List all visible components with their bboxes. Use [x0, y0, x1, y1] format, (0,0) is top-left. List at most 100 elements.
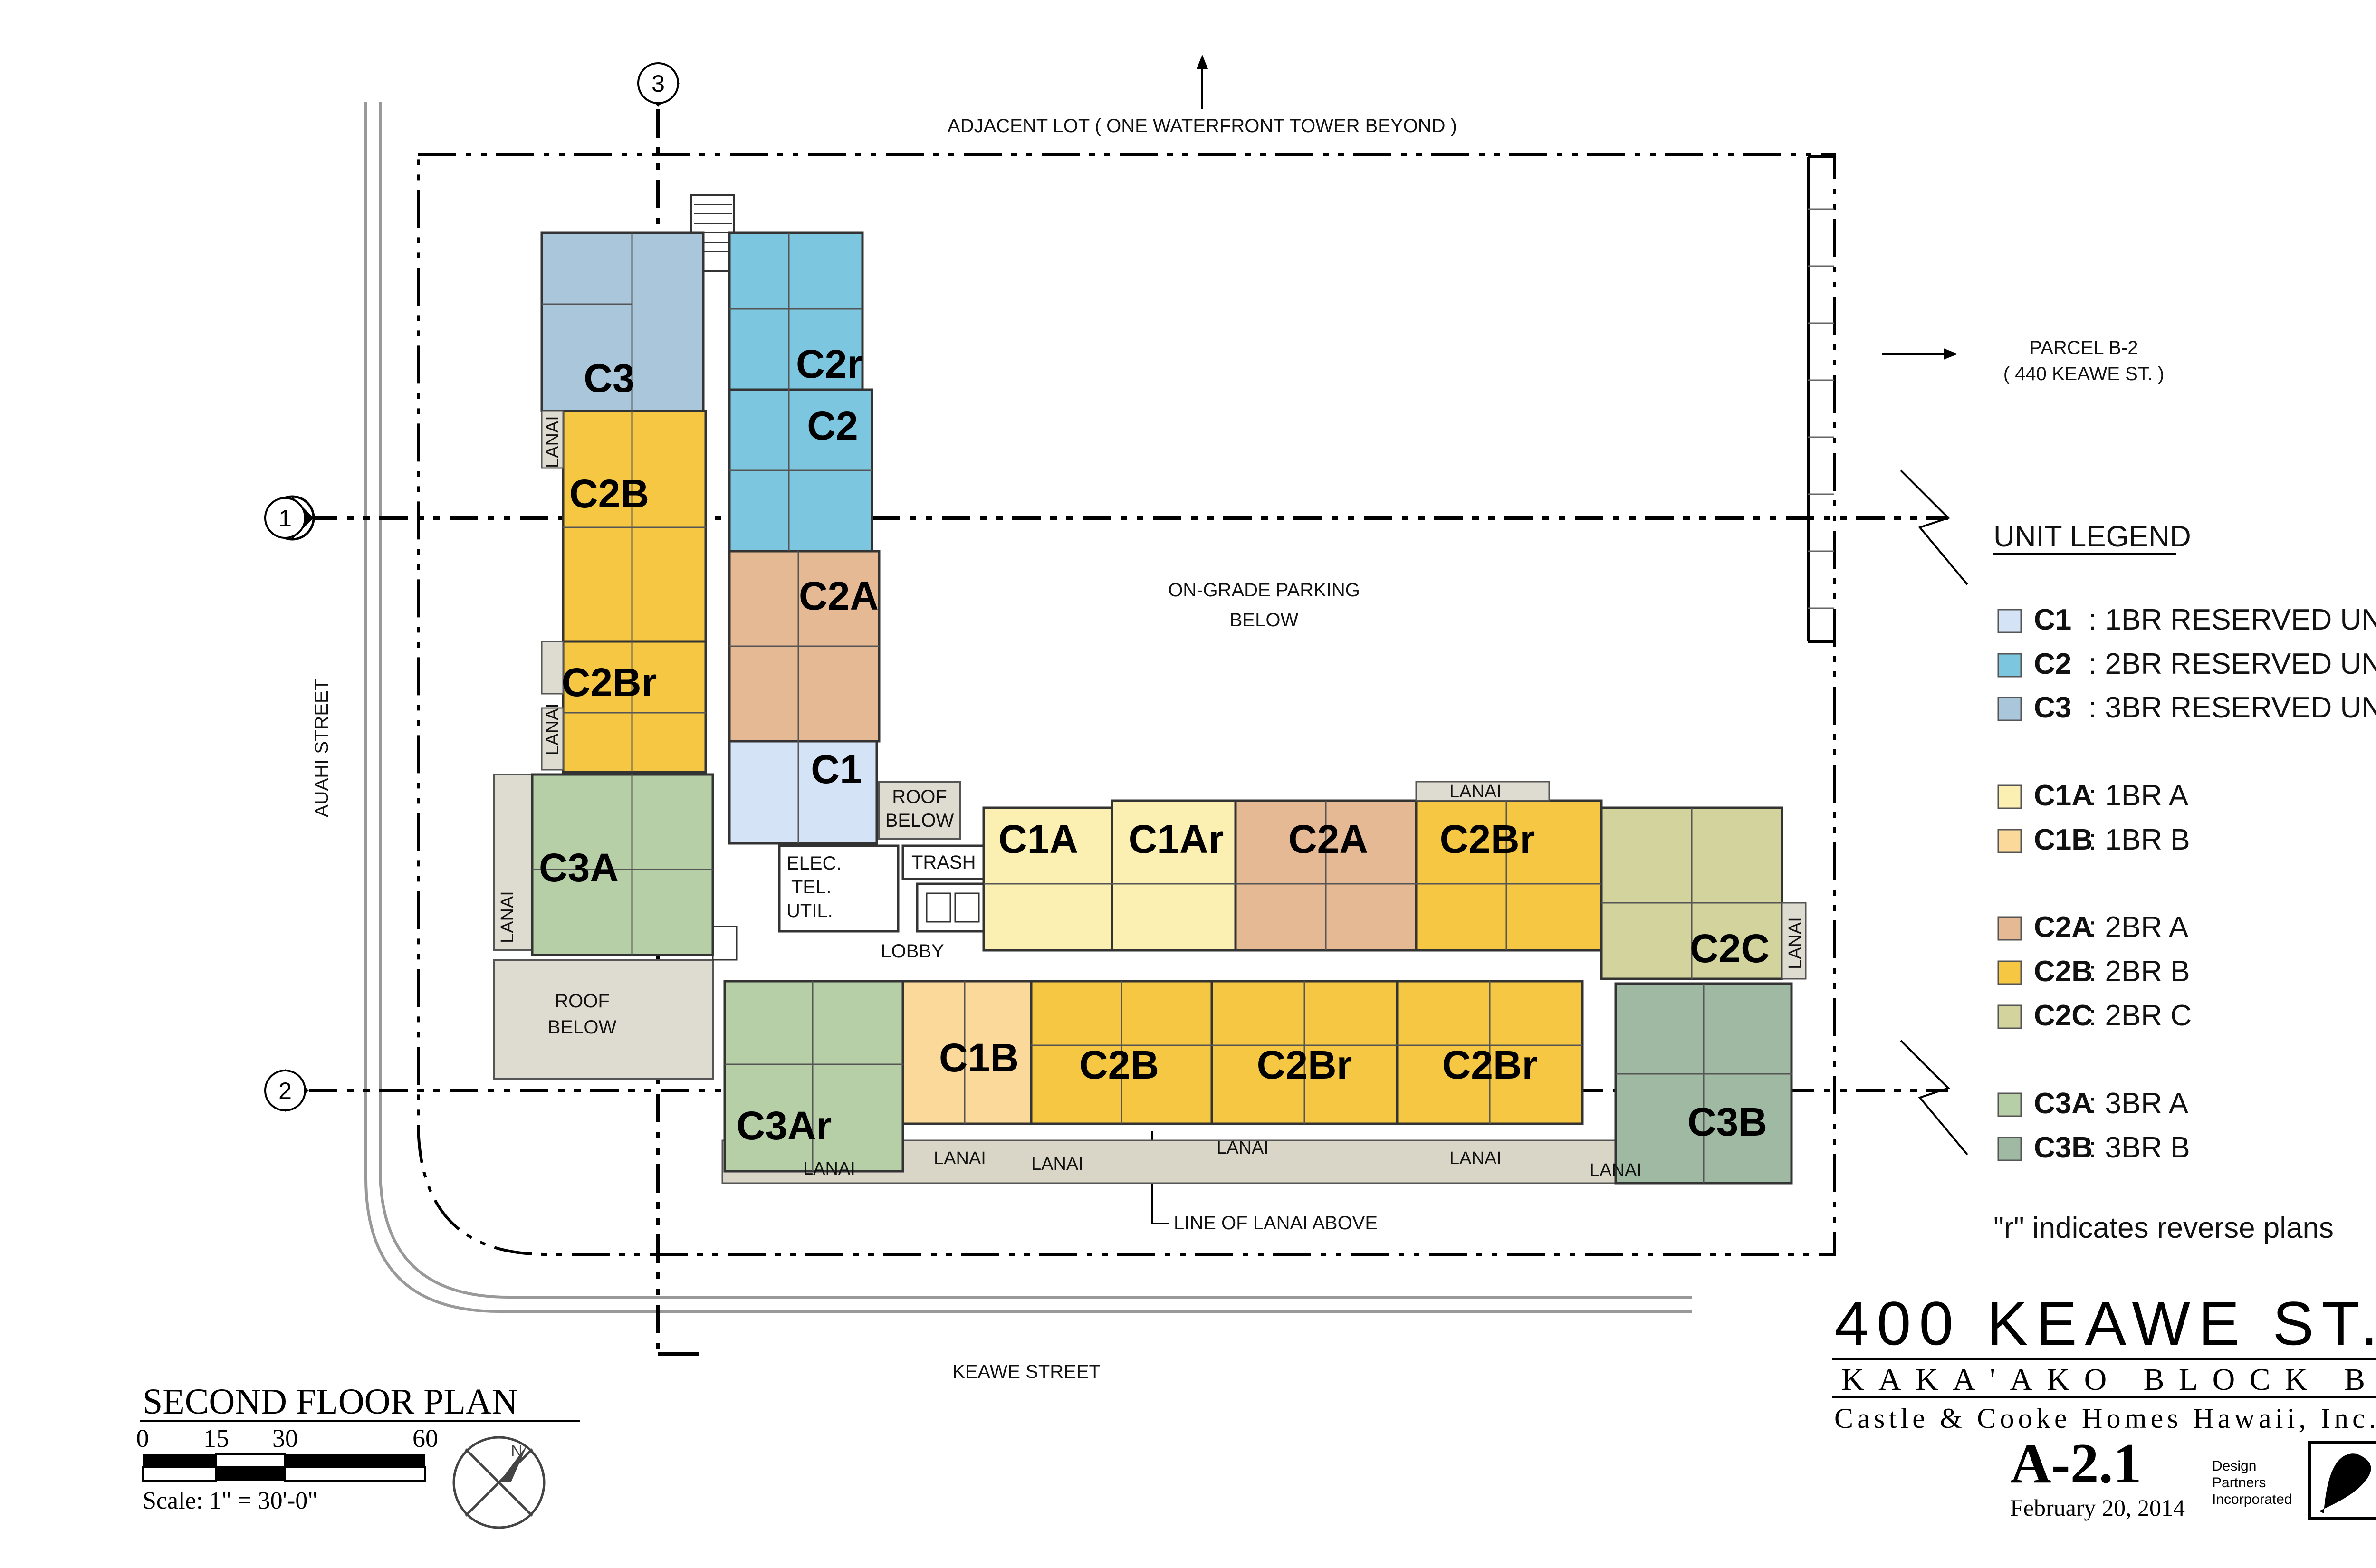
firm-logo	[2308, 1441, 2376, 1520]
svg-text:LANAI: LANAI	[543, 703, 563, 755]
west-wing	[531, 231, 881, 956]
lanai-labels: LANAI LANAI LANAI LANAI LANAI LANAI LANA…	[498, 416, 1805, 1180]
grid-label-1: 1	[278, 505, 292, 532]
svg-text:60: 60	[412, 1424, 438, 1453]
svg-text:UTIL.: UTIL.	[786, 900, 833, 921]
unit-label-c3a: C3A	[539, 845, 619, 890]
svg-text:Partners: Partners	[2212, 1475, 2266, 1491]
roof-and-service	[493, 194, 990, 1080]
south-wing	[721, 980, 1793, 1185]
svg-text:Incorporated: Incorporated	[2212, 1492, 2292, 1507]
unit-label-c2br-west: C2Br	[562, 660, 657, 705]
svg-text:15: 15	[203, 1424, 229, 1453]
svg-text:LANAI: LANAI	[498, 891, 517, 943]
svg-text:BELOW: BELOW	[548, 1017, 617, 1038]
legend-desc-c2: : 2BR RESERVED UNIT	[2089, 648, 2376, 680]
unit-label-c2br-north: C2Br	[1440, 817, 1535, 861]
legend-swatch-c2c	[1997, 1004, 2022, 1029]
svg-text:LANAI: LANAI	[1031, 1154, 1083, 1174]
sheet-date: February 20, 2014	[2010, 1494, 2185, 1521]
unit-legend: UNIT LEGEND C1: 1BR RESERVED UNITC2: 2BR…	[1993, 520, 2376, 1244]
unit-label-c1b: C1B	[939, 1035, 1019, 1080]
unit-label-c2br-south2: C2Br	[1442, 1042, 1538, 1087]
sheet-title-block: 400 KEAWE ST. KAKA'AKO BLOCK B Castle & …	[1832, 1289, 2376, 1521]
block-title: KAKA'AKO BLOCK B	[1841, 1362, 2374, 1397]
svg-text:LANAI: LANAI	[803, 1159, 855, 1179]
svg-text:LANAI: LANAI	[1590, 1160, 1642, 1180]
legend-desc-c3a: : 3BR A	[2089, 1087, 2189, 1120]
legend-code-c2a: C2A	[2034, 911, 2093, 944]
legend-swatch-c3b	[1997, 1137, 2022, 1161]
unit-c2r	[728, 231, 864, 391]
unit-c3	[540, 231, 705, 412]
legend-desc-c1a: : 1BR A	[2089, 779, 2189, 812]
site-labels: ADJACENT LOT ( ONE WATERFRONT TOWER BEYO…	[311, 115, 2164, 1382]
unit-c3a	[531, 773, 714, 956]
unit-c3ar	[723, 980, 904, 1173]
legend-code-c2b: C2B	[2034, 955, 2093, 988]
grid-label-3: 3	[651, 70, 665, 97]
parcel-label-1: PARCEL B-2	[2030, 337, 2138, 358]
svg-text:0: 0	[136, 1424, 149, 1453]
legend-desc-c2a: : 2BR A	[2089, 911, 2189, 944]
legend-code-c1b: C1B	[2034, 823, 2093, 856]
unit-label-c3ar: C3Ar	[737, 1103, 832, 1148]
keawe-street-label: KEAWE STREET	[952, 1361, 1101, 1382]
sheet-number: A-2.1	[2010, 1432, 2142, 1495]
svg-text:ELEC.: ELEC.	[786, 853, 842, 874]
east-wing-north	[982, 781, 1807, 980]
unit-labels: C3 C2r C2 C2B C2A C2Br C1 C3A C1A C1Ar C…	[539, 342, 1770, 1148]
legend-desc-c1: : 1BR RESERVED UNIT	[2089, 603, 2376, 636]
project-title: 400 KEAWE ST.	[1834, 1289, 2376, 1358]
unit-c1ar	[1111, 799, 1237, 952]
legend-swatch-c1b	[1997, 829, 2022, 853]
owner-name: Castle & Cooke Homes Hawaii, Inc.	[1834, 1403, 2376, 1434]
legend-code-c1: C1	[2034, 603, 2071, 636]
parking-label-2: BELOW	[1230, 610, 1299, 631]
grid-bubble-3: 3	[637, 62, 680, 107]
legend-desc-c1b: : 1BR B	[2089, 823, 2190, 856]
unit-label-c1: C1	[811, 747, 862, 792]
unit-label-c3: C3	[584, 356, 634, 401]
grid-bubble-2: 2	[264, 1069, 309, 1112]
unit-c2br-north	[1415, 799, 1603, 952]
legend-swatch-c3	[1997, 697, 2022, 721]
plan-title-block: SECOND FLOOR PLAN 0 15 30 60 Scale: 1" =…	[136, 1382, 580, 1529]
parking-label-1: ON-GRADE PARKING	[1168, 580, 1360, 601]
unit-label-c1ar: C1Ar	[1129, 817, 1224, 861]
auahi-street-label: AUAHI STREET	[311, 679, 332, 817]
legend-desc-c3: : 3BR RESERVED UNIT	[2089, 691, 2376, 724]
svg-text:BELOW: BELOW	[885, 810, 954, 831]
svg-text:LANAI: LANAI	[543, 416, 563, 468]
unit-label-c2a-north: C2A	[1288, 817, 1368, 861]
unit-label-c2b-west: C2B	[569, 471, 649, 516]
unit-label-c2br-south1: C2Br	[1257, 1042, 1352, 1087]
unit-c1a	[982, 806, 1113, 952]
unit-label-c2b-south: C2B	[1079, 1042, 1159, 1087]
svg-text:LANAI: LANAI	[934, 1148, 986, 1168]
unit-c1	[728, 740, 878, 845]
plan-title: SECOND FLOOR PLAN	[143, 1382, 518, 1422]
scale-label: Scale: 1" = 30'-0"	[143, 1487, 318, 1514]
svg-text:LANAI: LANAI	[1449, 782, 1502, 802]
grid-bubble-1: 1	[264, 495, 315, 541]
legend-reverse-note: "r" indicates reverse plans	[1993, 1212, 2334, 1244]
legend-title: UNIT LEGEND	[1993, 520, 2191, 553]
svg-text:ROOF: ROOF	[892, 786, 947, 807]
svg-text:N: N	[511, 1442, 523, 1460]
compass-icon: N	[452, 1436, 546, 1529]
legend-swatch-c1a	[1997, 784, 2022, 809]
svg-text:TEL.: TEL.	[791, 877, 831, 898]
legend-swatch-c2	[1997, 653, 2022, 678]
legend-code-c3b: C3B	[2034, 1131, 2093, 1164]
unit-c2br-west	[562, 640, 707, 774]
unit-label-c3b: C3B	[1687, 1100, 1767, 1144]
legend-code-c3: C3	[2034, 691, 2071, 724]
unit-label-c1a: C1A	[998, 817, 1078, 861]
unit-label-c2a-west: C2A	[799, 574, 879, 618]
unit-c2b-west	[562, 410, 707, 643]
unit-label-c2r: C2r	[796, 342, 862, 386]
legend-desc-c2c: : 2BR C	[2089, 999, 2192, 1032]
parcel-label-2: ( 440 KEAWE ST. )	[2003, 363, 2165, 384]
